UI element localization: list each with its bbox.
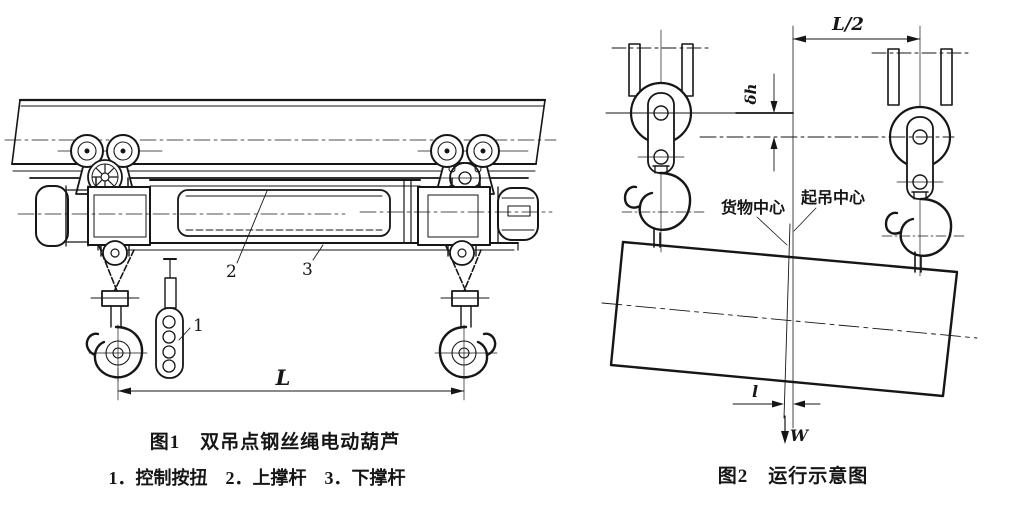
hook-block-right — [434, 290, 498, 401]
spoked-wheel — [92, 164, 118, 190]
callouts: 1 2 3 — [178, 190, 324, 341]
sling — [914, 251, 922, 273]
callout-1-control-button: 1 — [193, 316, 204, 336]
figure2-caption: 图2 运行示意图 — [717, 466, 869, 487]
callout-2-upper-strut: 2 — [226, 262, 237, 282]
dim-label-dh: δh — [742, 84, 760, 106]
dimension-height-difference: δh — [742, 73, 778, 172]
dimension-offset-l: l — [732, 382, 821, 408]
callout-3-lower-strut: 3 — [302, 260, 313, 280]
hook-block-left — [85, 290, 148, 382]
weight-arrow: W — [781, 415, 810, 445]
center-labels: 货物中心 起吊中心 — [721, 188, 865, 246]
dimension-span-L: L — [117, 365, 465, 401]
wire-rope — [461, 249, 482, 297]
dim-label-l: l — [752, 382, 758, 401]
hoist-right — [359, 177, 553, 297]
cargo-center-label: 货物中心 — [721, 198, 785, 217]
dim-label-L: L — [275, 365, 291, 390]
wire-rope — [445, 245, 469, 297]
cargo-centerline — [783, 223, 791, 419]
hanger-pulley-left — [611, 29, 713, 253]
figure1-caption: 图1 双吊点钢丝绳电动葫芦 — [149, 432, 401, 453]
control-button — [162, 330, 176, 344]
center-lines — [605, 25, 955, 429]
wire-rope — [111, 249, 135, 297]
cargo-load — [601, 240, 978, 398]
hoist-left — [17, 177, 346, 297]
dimension-half-span: L/2 — [792, 14, 921, 43]
lift-center-label: 起吊中心 — [800, 188, 865, 207]
figure1-legend: 1．控制按扭 2．上撑杆 3．下撑杆 — [108, 468, 406, 488]
hook — [638, 171, 692, 231]
control-button — [162, 359, 176, 373]
pendant-control — [155, 258, 184, 379]
sling — [653, 228, 661, 248]
cargo-axis-centerline — [601, 302, 978, 339]
control-button — [162, 315, 176, 329]
hanger-pulley-right — [871, 25, 969, 277]
figure1-hoist-drawing: 1 2 3 L — [4, 98, 557, 401]
hook — [899, 197, 953, 257]
dim-label-W: W — [790, 426, 810, 445]
control-button — [162, 345, 176, 359]
dim-label-L2: L/2 — [831, 14, 864, 35]
figure2-operation-diagram: L/2 δh 货物中心 起吊中心 l W — [601, 14, 978, 445]
